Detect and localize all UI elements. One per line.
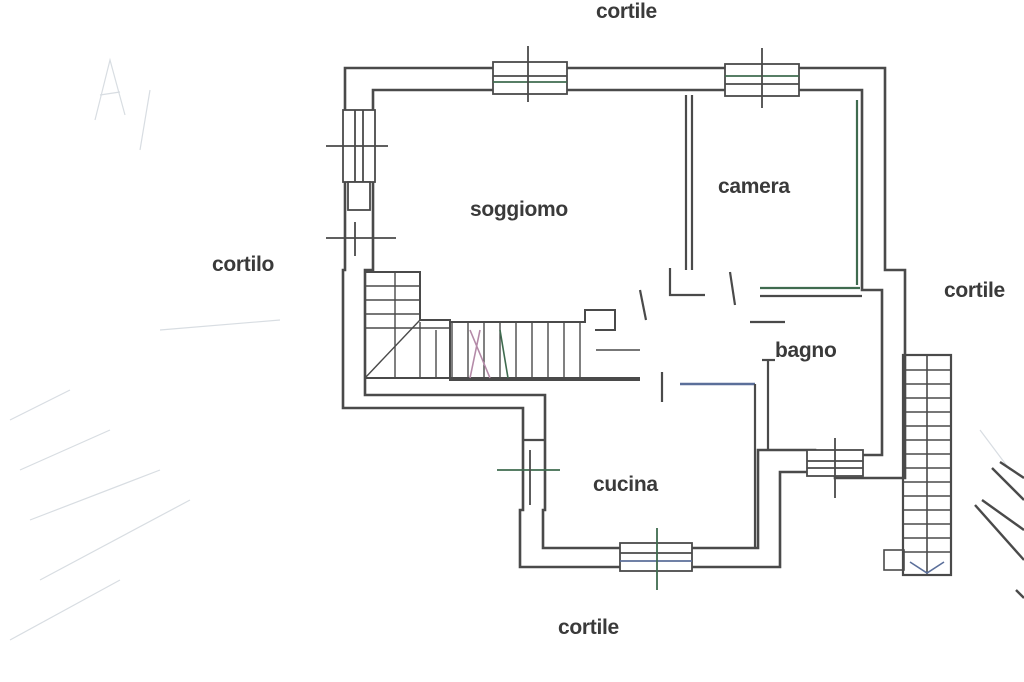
north-arrow-icon [974,461,1024,599]
courtyard-label-top: cortile [596,0,657,23]
courtyard-label-left: cortilo [212,253,275,276]
room-label-bathroom: bagno [775,339,837,362]
interior-stairs [364,271,640,381]
window-kitchen-bottom [619,528,693,590]
window-living-top [492,46,568,102]
courtyard-label-bottom: cortile [558,616,619,639]
room-label-bedroom: camera [718,175,790,198]
window-living-left [326,109,388,211]
interior-partitions [523,95,862,548]
window-bedroom-top [724,48,800,108]
door-living-left [326,222,396,256]
windows [326,46,864,590]
room-label-living: soggiomo [470,198,568,221]
courtyard-label-right: cortile [944,279,1005,302]
faint-sketch-marks [9,57,1011,641]
window-kitchen-left [497,450,560,505]
window-bathroom-bottom [806,438,864,498]
room-label-kitchen: cucina [593,473,658,496]
external-stairs [883,353,953,577]
